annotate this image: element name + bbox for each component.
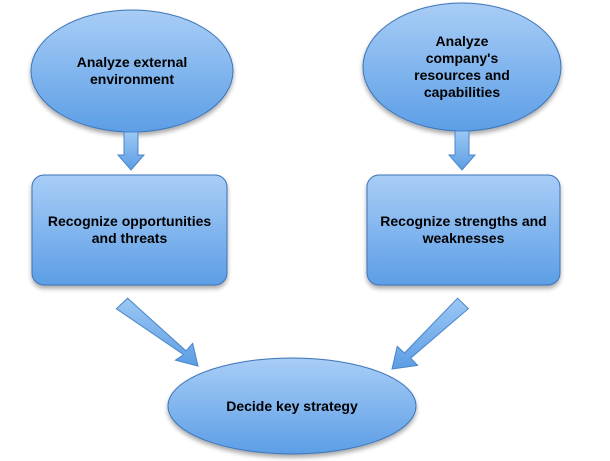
node-analyze-company-shape xyxy=(362,2,562,132)
arrow-down-left xyxy=(116,131,146,171)
node-analyze-external-shape xyxy=(30,9,234,133)
node-recognize-strengths-shape xyxy=(366,174,561,286)
node-decide-strategy-shape xyxy=(167,357,417,455)
arrow-down-right xyxy=(447,130,477,171)
node-recognize-opportunities-shape xyxy=(31,174,228,286)
arrow-diagonal-right xyxy=(391,297,470,370)
arrow-diagonal-left xyxy=(115,297,199,367)
